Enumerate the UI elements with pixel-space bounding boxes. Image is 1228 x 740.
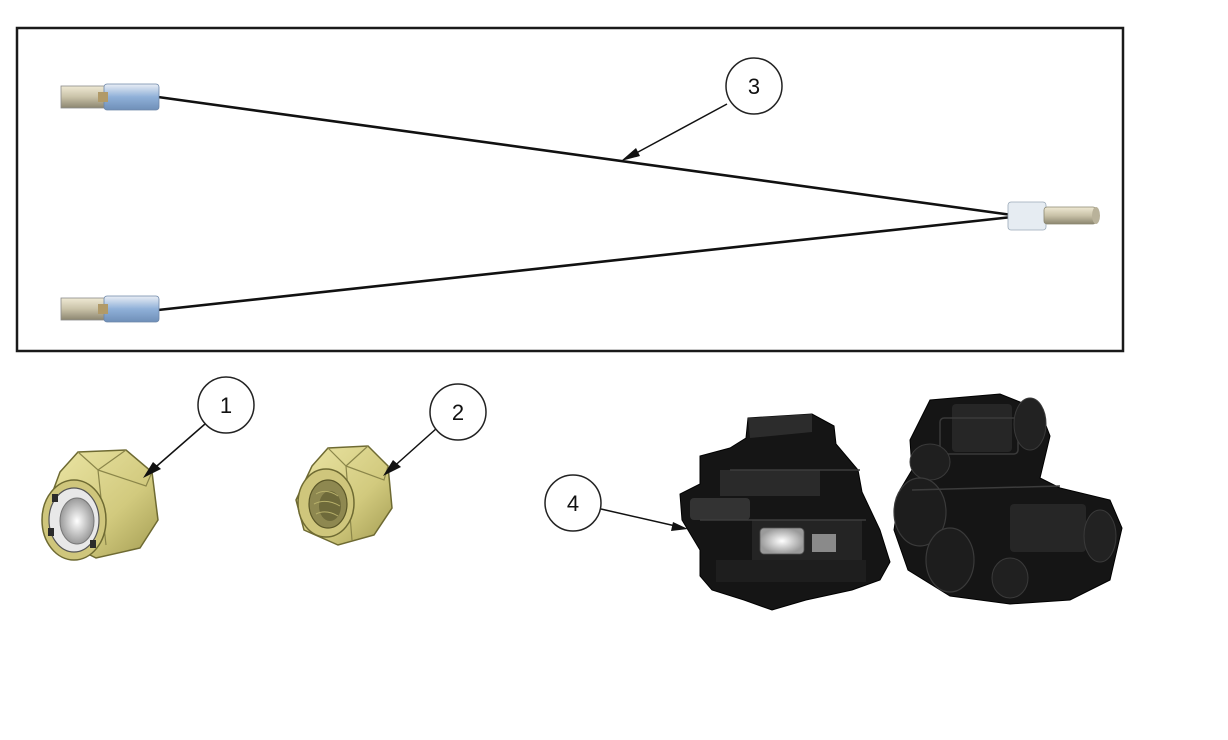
- terminal-lower-left: [60, 295, 160, 323]
- terminal-right: [1007, 201, 1100, 231]
- terminal-upper-left: [60, 83, 160, 111]
- callout-2-label: 2: [452, 400, 464, 425]
- harness-frame: [15, 26, 1125, 353]
- connector-right: [893, 393, 1123, 605]
- callout-3: 3: [621, 57, 783, 161]
- nylon-lock-nut-icon: [41, 449, 159, 561]
- callout-4-label: 4: [567, 491, 579, 516]
- callout-4: 4: [544, 474, 688, 532]
- callout-1-label: 1: [220, 393, 232, 418]
- connector-left: [679, 413, 891, 611]
- connector-housing-icon: [679, 393, 1123, 611]
- callout-1: 1: [143, 376, 255, 478]
- callout-2: 2: [383, 383, 487, 476]
- wire-harness-icon: [60, 83, 1100, 323]
- callout-3-label: 3: [748, 74, 760, 99]
- lock-nut-icon: [295, 445, 393, 546]
